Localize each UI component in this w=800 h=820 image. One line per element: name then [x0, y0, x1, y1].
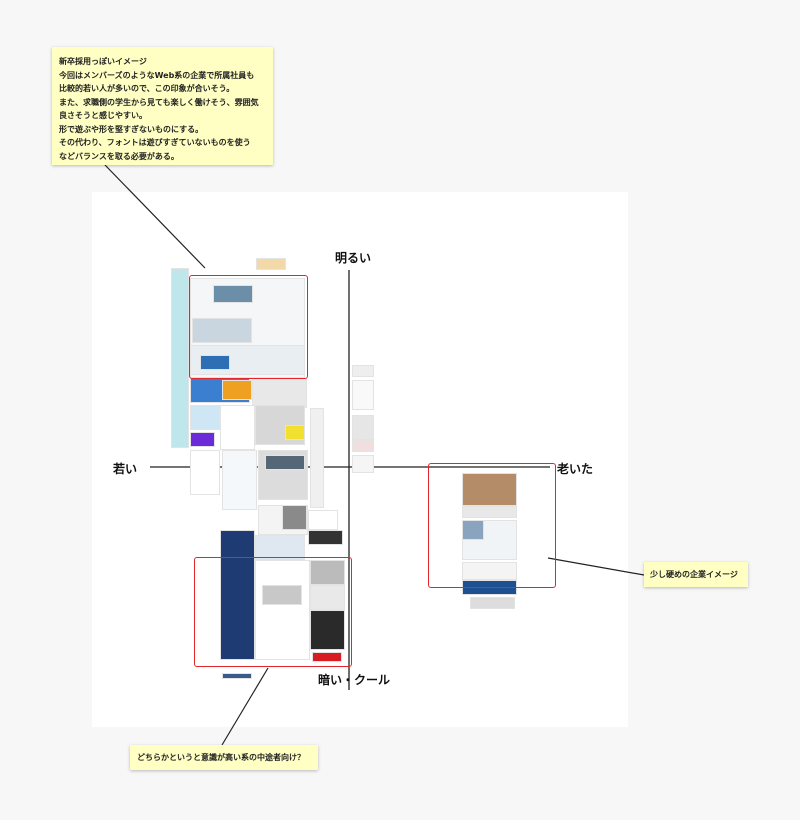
connector-bottom-note — [221, 667, 269, 746]
website-thumbnail[interactable] — [265, 455, 305, 470]
note-line: 新卒採用っぽいイメージ — [59, 57, 147, 66]
website-thumbnail[interactable] — [213, 285, 253, 303]
website-thumbnail[interactable] — [262, 585, 302, 605]
note-line: 良さそうと感じやすい。 — [59, 111, 147, 120]
website-thumbnail[interactable] — [462, 562, 517, 580]
note-line: 形で遊ぶや形を堅すぎないものにする。 — [59, 124, 204, 134]
website-thumbnail[interactable] — [352, 365, 374, 377]
sticky-note-new-grad[interactable]: 新卒採用っぽいイメージ 今回はメンバーズのようなWeb系の企業で所属社員も 比較… — [52, 47, 273, 165]
highlight-mature[interactable] — [428, 463, 556, 588]
axis-label-dark-cool: 暗い・クール — [318, 673, 391, 687]
website-thumbnail[interactable] — [470, 597, 515, 609]
website-thumbnail[interactable] — [252, 378, 307, 408]
website-thumbnail[interactable] — [222, 380, 252, 400]
website-thumbnail[interactable] — [190, 450, 220, 495]
website-thumbnail[interactable] — [171, 268, 189, 448]
note-line: その代わり、フォントは遊びすぎていないものを使う — [59, 138, 251, 147]
connector-right-note — [547, 557, 645, 576]
website-thumbnail[interactable] — [190, 405, 220, 430]
website-thumbnail[interactable] — [310, 408, 324, 508]
note-line: 今回はメンバーズのようなWeb系の企業で所属社員も — [59, 70, 255, 80]
axis-label-old: 老いた — [557, 462, 594, 476]
website-thumbnail[interactable] — [352, 455, 374, 473]
axis-label-bright: 明るい — [335, 251, 372, 265]
website-thumbnail[interactable] — [352, 440, 374, 452]
website-thumbnail[interactable] — [282, 505, 307, 530]
highlight-young-bright[interactable] — [189, 275, 308, 379]
sticky-note-corporate[interactable]: 少し硬めの企業イメージ — [644, 562, 748, 587]
website-thumbnail[interactable] — [220, 405, 255, 450]
website-thumbnail[interactable] — [308, 530, 343, 545]
connector-top-note — [104, 164, 206, 269]
website-thumbnail[interactable] — [256, 258, 286, 270]
website-thumbnail[interactable] — [310, 560, 345, 585]
note-line: などバランスを取る必要がある。 — [59, 151, 179, 161]
note-line: また、求職側の学生から見ても楽しく働けそう、雰囲気 — [59, 97, 259, 107]
website-thumbnail[interactable] — [462, 520, 484, 540]
website-thumbnail[interactable] — [310, 610, 345, 650]
website-thumbnail[interactable] — [308, 510, 338, 530]
website-thumbnail[interactable] — [352, 415, 374, 440]
axis-label-young: 若い — [113, 462, 138, 476]
website-thumbnail[interactable] — [462, 506, 517, 518]
sticky-note-mid-career[interactable]: どちらかというと意識が高い系の中途者向け？ — [130, 745, 318, 770]
website-thumbnail[interactable] — [310, 585, 345, 610]
website-thumbnail[interactable] — [222, 673, 252, 679]
website-thumbnail[interactable] — [220, 530, 255, 660]
website-thumbnail[interactable] — [192, 318, 252, 343]
website-thumbnail[interactable] — [200, 355, 230, 370]
website-thumbnail[interactable] — [190, 432, 215, 447]
highlight-young-cool[interactable] — [194, 557, 352, 667]
website-thumbnail[interactable] — [255, 535, 305, 560]
website-thumbnail[interactable] — [255, 560, 310, 660]
note-line: 比較的若い人が多いので、この印象が合いそう。 — [59, 84, 235, 93]
website-thumbnail[interactable] — [352, 380, 374, 410]
website-thumbnail[interactable] — [285, 425, 305, 440]
website-thumbnail[interactable] — [312, 652, 342, 662]
website-thumbnail[interactable] — [462, 473, 517, 506]
website-thumbnail[interactable] — [222, 450, 257, 510]
